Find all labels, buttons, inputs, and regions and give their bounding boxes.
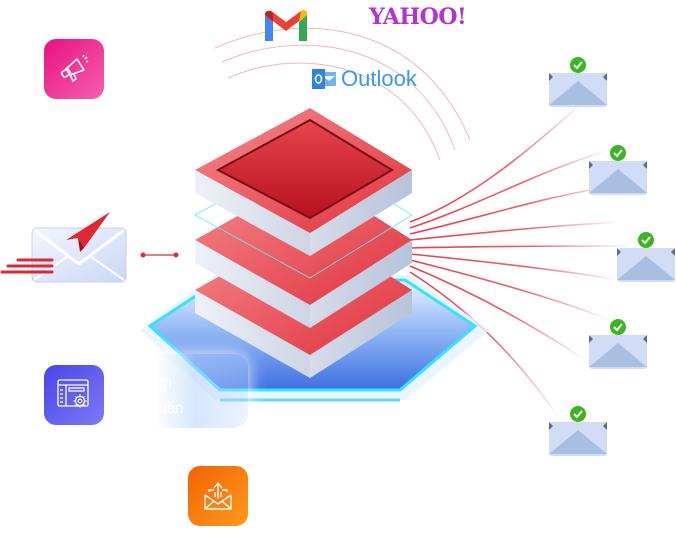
- outlook-label: Outlook: [341, 66, 417, 91]
- feature-card-line1: y trình: [130, 374, 172, 391]
- delivered-envelope: [549, 55, 609, 107]
- send-tile[interactable]: [188, 466, 248, 526]
- feature-card: [116, 354, 248, 428]
- delivered-envelope: [549, 404, 609, 456]
- outlook-icon: [312, 69, 336, 89]
- outlook-logo: Outlook: [312, 66, 417, 92]
- megaphone-icon: [60, 54, 89, 82]
- feature-card-line2: p chuẩn: [130, 400, 184, 417]
- fan-lines: [409, 99, 631, 421]
- delivered-envelope: [617, 230, 676, 282]
- browser-gear-icon: [57, 379, 89, 408]
- envelope-check-icon: [549, 57, 607, 107]
- delivered-envelope: [589, 143, 649, 195]
- yahoo-logo: YAHOO!: [369, 4, 467, 30]
- process-tile[interactable]: [44, 365, 104, 425]
- sender-envelope: [0, 208, 130, 288]
- envelope-check-icon: [617, 232, 675, 282]
- open-envelope-upload-icon: [204, 482, 232, 510]
- delivered-envelope: [589, 317, 649, 369]
- envelope-check-icon: [589, 145, 647, 195]
- connector-line: [140, 252, 179, 258]
- envelope-check-icon: [589, 319, 647, 369]
- server-layer-1: [195, 108, 412, 256]
- marketing-tile[interactable]: [44, 39, 104, 99]
- top-arcs: [214, 27, 471, 161]
- envelope-check-icon: [549, 406, 607, 456]
- envelope-paper-plane-icon: [0, 212, 127, 283]
- gmail-logo: [263, 9, 309, 43]
